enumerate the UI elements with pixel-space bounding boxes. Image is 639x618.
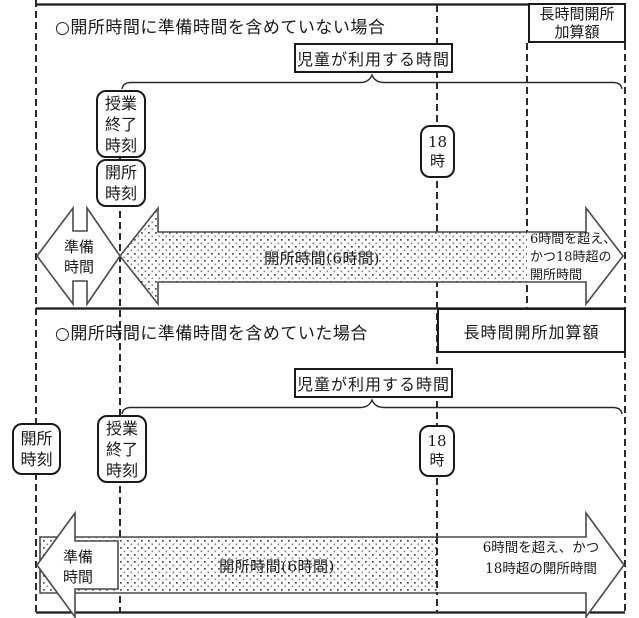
bottom-preparation-time-label: 準備 時間 <box>63 547 93 587</box>
bottom-usage-brace <box>121 398 623 415</box>
box-line: 時 <box>429 151 445 170</box>
box-line: 終了 <box>105 439 138 459</box>
box-line: 授業 <box>105 418 138 438</box>
box-line: 時 <box>429 451 445 469</box>
box-line: 時刻 <box>104 135 137 155</box>
box-line: 開所 <box>20 429 53 448</box>
addition-box-line: 加算額 <box>554 23 600 41</box>
top-18-oclock-box: 18 時 <box>420 125 455 178</box>
top-section-heading: ○開所時間に準備時間を含めていない場合 <box>55 18 386 38</box>
prep-line: 準備 <box>63 238 95 256</box>
box-line: 時刻 <box>104 184 137 203</box>
overtime-line: 6時間を超え、かつ <box>482 540 600 556</box>
bottom-preparation-time-arrow <box>36 510 119 618</box>
bottom-long-hours-addition-box: 長時間開所加算額 <box>437 308 626 353</box>
usage-time-braces <box>121 73 623 415</box>
top-class-end-time-box: 授業 終了 時刻 <box>96 90 146 158</box>
bottom-opening-hours-label: 開所時間(6時間) <box>219 557 335 576</box>
box-line: 終了 <box>104 114 137 134</box>
top-preparation-time-arrow <box>36 205 121 307</box>
top-long-hours-addition-box: 長時間開所 加算額 <box>528 3 626 43</box>
bottom-class-end-time-box: 授業 終了 時刻 <box>97 415 147 483</box>
overtime-line: 開所時間 <box>530 268 583 283</box>
top-opening-time-box: 開所 時刻 <box>96 159 146 207</box>
bottom-overtime-label: 6時間を超え、かつ 18時超の開所時間 <box>483 538 600 580</box>
box-line: 時刻 <box>105 460 138 480</box>
addition-box-line: 長時間開所 <box>539 5 615 23</box>
box-line: 開所 <box>104 163 137 182</box>
box-line: 授業 <box>104 93 137 113</box>
usage-box-label: 児童が利用する時間 <box>296 50 450 69</box>
top-child-usage-time-box: 児童が利用する時間 <box>294 43 453 73</box>
overtime-line: 6時間を超え、 <box>530 232 617 247</box>
top-overtime-label: 6時間を超え、 かつ18時超の 開所時間 <box>530 231 616 285</box>
box-line: 18 <box>427 132 448 151</box>
bottom-section-heading: ○開所時間に準備時間を含めていた場合 <box>55 324 368 344</box>
box-line: 時刻 <box>20 450 53 469</box>
prep-line: 時間 <box>63 258 95 276</box>
box-line: 18 <box>427 432 447 450</box>
top-opening-hours-label: 開所時間(6時間) <box>264 249 380 268</box>
bottom-child-usage-time-box: 児童が利用する時間 <box>294 368 453 398</box>
overtime-line: かつ18時超の <box>530 250 612 265</box>
usage-box-label: 児童が利用する時間 <box>296 375 450 394</box>
top-usage-brace <box>121 73 623 90</box>
bottom-opening-time-box: 開所 時刻 <box>12 423 61 475</box>
overtime-line: 18時超の開所時間 <box>485 561 597 577</box>
top-preparation-time-label: 準備 時間 <box>64 237 94 277</box>
bottom-18-oclock-box: 18 時 <box>419 425 455 477</box>
addition-box-label: 長時間開所加算額 <box>463 322 600 342</box>
prep-line: 準備 <box>62 548 94 566</box>
prep-line: 時間 <box>62 568 94 586</box>
